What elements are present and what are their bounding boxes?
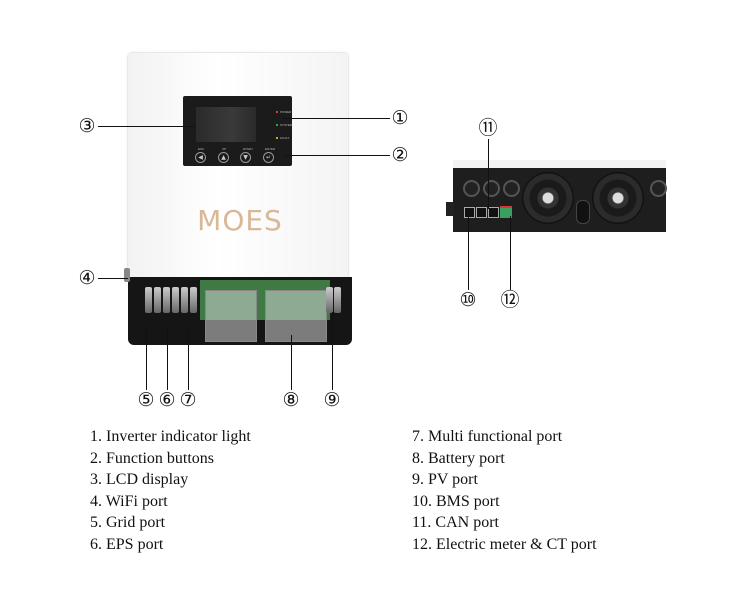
fault-label: FAULT [280,136,290,140]
callout-8: ⑧ [282,389,300,411]
power-label: POWER [280,110,292,114]
battery-cover-right [265,290,327,342]
meter-ct-port[interactable] [500,206,512,218]
fault-led [276,137,278,139]
legend-item: 6. EPS port [90,536,164,553]
system-label: SYSTEM [280,123,293,127]
parallel-port[interactable] [476,207,487,218]
callout-4: ④ [78,267,96,289]
lcd-display [196,107,256,142]
wifi-port-knob [124,268,130,282]
legend-item: 2. Function buttons [90,450,215,467]
callout-3: ③ [78,115,96,137]
side-knob [446,202,454,216]
up-button[interactable]: ▲ [218,152,229,163]
legend-item: 10. BMS port [412,493,500,510]
inverter-front [128,53,348,279]
legend-item: 1. Inverter indicator light [90,428,251,445]
brand-logo: MOES [197,204,283,237]
battery-cover-left [205,290,257,342]
legend-item: 5. Grid port [90,514,166,531]
smart-gland [503,180,520,197]
enter-button[interactable]: ↵ [263,152,274,163]
legend-item: 7. Multi functional port [412,428,563,445]
eps-gland [483,180,500,197]
callout-1: ① [391,107,409,129]
legend-item: 11. CAN port [412,514,499,531]
callout-5: ⑤ [137,389,155,411]
legend-item: 12. Electric meter & CT port [412,536,597,553]
legend-item: 8. Battery port [412,450,505,467]
callout-11: ⑪ [478,117,498,139]
up-label: UP [222,147,227,151]
legend-item: 4. WiFi port [90,493,168,510]
esc-button[interactable]: ◀ [195,152,206,163]
power-led [276,111,278,113]
system-led [276,124,278,126]
down-label: DOWN [243,147,253,151]
grid-gland [463,180,480,197]
callout-6: ⑥ [158,389,176,411]
legend-item: 9. PV port [412,471,478,488]
callout-2: ② [391,144,409,166]
down-button[interactable]: ▼ [240,152,251,163]
callout-12: ⑫ [500,289,520,311]
callout-9: ⑨ [323,389,341,411]
battery-gland [576,200,590,224]
callout-7: ⑦ [179,389,197,411]
fan-left [522,172,574,224]
legend-item: 3. LCD display [90,471,189,488]
can-port[interactable] [488,207,499,218]
esc-label: ESC [198,147,205,151]
enter-label: ENTER [265,147,276,151]
inverter-bottom-view [453,160,666,170]
bms-port[interactable] [464,207,475,218]
callout-10: ⑩ [459,289,477,311]
pv-gland [650,180,667,197]
fan-right [592,172,644,224]
